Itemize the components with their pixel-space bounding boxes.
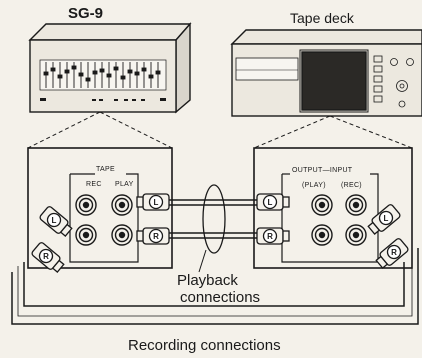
playback-plug-left-eq: L	[136, 193, 170, 211]
plug-channel-letter: L	[52, 216, 57, 225]
tape-deck-title: Tape deck	[290, 10, 354, 26]
eq-slider-knob	[141, 67, 147, 72]
tape-deck-unit	[230, 29, 422, 117]
equalizer-unit	[28, 22, 192, 114]
eq-slider-knob	[57, 74, 63, 79]
eq-slider-knob	[50, 67, 56, 72]
playback-plug-right-eq: R	[136, 227, 170, 245]
plug-channel-letter: R	[391, 248, 397, 257]
eq-slider-knob	[127, 69, 133, 74]
zoom-guides	[27, 111, 413, 149]
plug-channel-letter: L	[154, 198, 159, 207]
recording-plug-left-eq: L	[39, 206, 73, 237]
deck-play-label: (PLAY)	[302, 182, 326, 189]
equalizer-title: SG-9	[68, 5, 104, 22]
eq-play-label: PLAY	[115, 181, 134, 188]
recording-plug-right-deck: R	[375, 238, 409, 269]
rca-jack	[111, 194, 133, 216]
recording-plug-left-deck: L	[367, 204, 401, 235]
eq-slider-knob	[64, 69, 70, 74]
eq-slider-knob	[92, 70, 98, 75]
recording-plug-right-eq: R	[31, 242, 65, 273]
plug-channel-letter: R	[153, 232, 159, 241]
eq-slider-knob	[43, 71, 49, 76]
rca-jack	[345, 194, 367, 216]
rca-jack	[311, 194, 333, 216]
recording-caption: Recording connections	[128, 337, 281, 354]
deck-rec-label: (REC)	[341, 182, 362, 189]
plug-channel-letter: L	[268, 198, 273, 207]
playback-caption-line2: connections	[180, 289, 261, 306]
rca-jack	[311, 224, 333, 246]
output-input-label: OUTPUT—INPUT	[292, 167, 353, 174]
playback-caption-line1: Playback	[177, 272, 238, 289]
equalizer-front-controls	[40, 98, 166, 101]
eq-slider-knob	[85, 77, 91, 82]
eq-slider-knob	[148, 74, 154, 79]
playback-cables	[160, 184, 262, 273]
recording-cables	[11, 248, 419, 325]
plug-channel-letter: R	[43, 252, 49, 261]
rca-jack	[75, 194, 97, 216]
eq-slider-knob	[134, 71, 140, 76]
eq-slider-knob	[155, 70, 161, 75]
rca-jack	[111, 224, 133, 246]
eq-slider-knob	[106, 73, 112, 78]
rca-jack	[75, 224, 97, 246]
plug-channel-letter: L	[384, 214, 389, 223]
eq-slider-knob	[71, 65, 77, 70]
playback-plug-right-deck: R	[256, 227, 290, 245]
eq-slider-knob	[99, 68, 105, 73]
eq-slider-knob	[78, 72, 84, 77]
eq-slider-knob	[113, 66, 119, 71]
eq-slider-knob	[120, 75, 126, 80]
playback-plug-left-deck: L	[256, 193, 290, 211]
plug-channel-letter: R	[267, 232, 273, 241]
rca-jack	[345, 224, 367, 246]
tape-deck-buttons	[373, 55, 414, 108]
tape-group-label: TAPE	[96, 166, 115, 173]
eq-rec-label: REC	[86, 181, 102, 188]
